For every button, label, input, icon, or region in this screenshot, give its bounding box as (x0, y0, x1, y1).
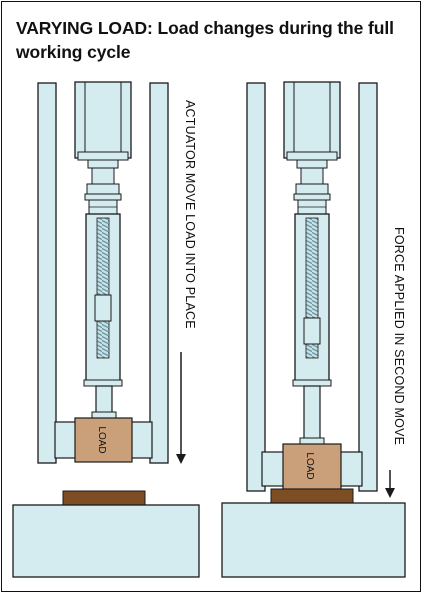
coupling (293, 159, 331, 215)
right-caption: FORCE APPLIED IN SECOND MOVE (392, 227, 406, 445)
left-carrier-wing (261, 451, 285, 487)
ball-nut (303, 317, 321, 345)
load-label: LOAD (304, 452, 315, 479)
right-guide-rail (358, 82, 378, 492)
left-panel: LOAD ACTUATOR MOVE LOAD INTO PLACE (12, 81, 200, 578)
ball-nut (94, 294, 112, 322)
load-label: LOAD (96, 426, 107, 453)
load-box (282, 443, 342, 490)
coupling (84, 159, 122, 215)
right-panel: LOAD FORCE APPLIED IN SECOND MOVE (221, 81, 406, 578)
target-plate (62, 490, 146, 506)
figure-title: VARYING LOAD: Load changes during the fu… (16, 18, 394, 62)
motor (74, 81, 132, 161)
left-caption: ACTUATOR MOVE LOAD INTO PLACE (183, 100, 197, 329)
left-down-arrow-head (176, 454, 186, 464)
base-block (221, 502, 406, 578)
right-guide-rail (149, 82, 169, 464)
left-guide-rail (37, 82, 57, 464)
right-carrier-wing (339, 451, 363, 487)
target-plate (270, 488, 354, 504)
load-box (74, 417, 133, 463)
motor (283, 81, 341, 161)
base-block (12, 504, 200, 578)
push-rod (303, 385, 321, 445)
left-guide-rail (246, 82, 266, 492)
left-carrier-wing (54, 421, 78, 459)
actuator-tube (292, 213, 332, 387)
actuator-tube (83, 213, 123, 387)
right-down-arrow-head (385, 488, 395, 498)
right-carrier-wing (129, 421, 153, 459)
